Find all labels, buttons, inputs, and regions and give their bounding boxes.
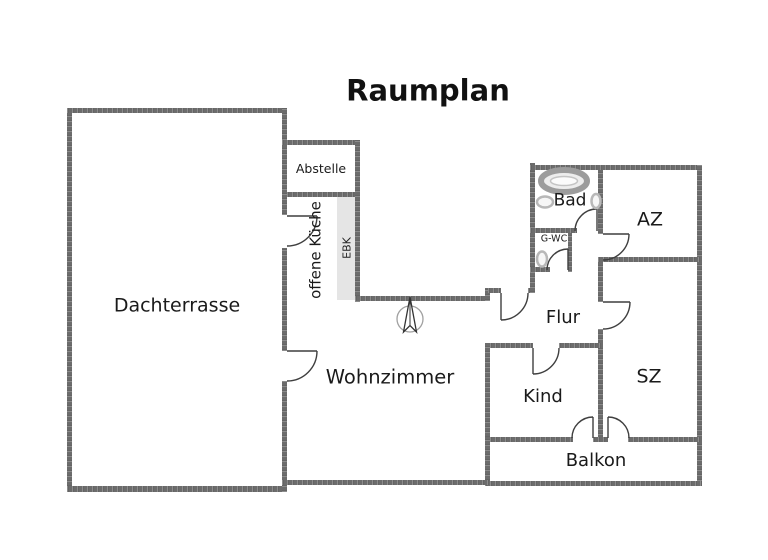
room-label-bad: Bad [553, 190, 587, 211]
wall-segment [355, 140, 360, 302]
toilet-icon [590, 192, 602, 210]
wall-segment [530, 267, 550, 272]
room-label-dachterrasse: Dachterrasse [113, 294, 241, 317]
room-label-flur: Flur [545, 307, 581, 328]
room-label-gwc: G-WC [540, 233, 568, 245]
door-swing-arc-az [602, 233, 630, 261]
door-swing-arc-sz-balkon [607, 416, 630, 439]
page-title: Raumplan [346, 73, 510, 108]
wall-segment [530, 228, 577, 233]
room-label-abstelle: Abstelle [295, 160, 347, 176]
wall-segment [598, 257, 702, 262]
wall-segment [598, 260, 603, 302]
toilet-icon [535, 250, 549, 268]
kitchen-counter-strip [337, 197, 356, 300]
bathtub-icon [549, 175, 579, 187]
door-swing-arc-wohnzimmer-terrasse [286, 350, 318, 382]
wall-segment [67, 108, 287, 113]
wall-segment [485, 437, 490, 486]
wall-segment [490, 437, 573, 442]
wall-segment [697, 165, 702, 486]
room-label-balkon: Balkon [565, 450, 627, 471]
room-label-kind: Kind [523, 386, 563, 407]
wall-segment [568, 233, 572, 272]
wall-segment [598, 329, 603, 440]
wall-segment [485, 343, 490, 443]
door-swing-arc-bad [574, 208, 598, 232]
wall-segment [282, 381, 287, 492]
wall-segment [287, 192, 360, 197]
wall-segment [67, 108, 72, 492]
wall-segment [282, 248, 287, 351]
wall-segment [67, 486, 287, 492]
wall-segment [488, 288, 501, 293]
room-label-ebk: EBK [340, 237, 354, 259]
room-label-az: AZ [636, 208, 664, 231]
wall-segment [628, 437, 702, 442]
wall-segment [282, 108, 287, 215]
wall-segment [282, 480, 490, 485]
room-label-sz: SZ [636, 365, 662, 388]
wall-segment [485, 343, 533, 348]
door-swing-arc-kind-balkon [571, 416, 594, 439]
wall-segment [530, 165, 702, 170]
room-label-offene-kueche: offene Küche [306, 201, 325, 299]
door-swing-arc-kueche [286, 215, 318, 247]
door-swing-arc-kind [532, 347, 560, 375]
sink-icon [535, 195, 555, 209]
door-swing-arc-sz [602, 301, 631, 330]
wall-segment [485, 288, 490, 301]
room-label-wohnzimmer: Wohnzimmer [325, 365, 455, 389]
wall-segment [559, 343, 603, 348]
wall-segment [355, 296, 488, 301]
door-swing-arc-gwc [546, 248, 569, 271]
wall-segment [485, 481, 702, 486]
door-swing-arc-entrance [500, 292, 529, 321]
north-arrow-icon [396, 296, 424, 334]
wall-segment [593, 437, 608, 442]
wall-segment [282, 140, 360, 145]
